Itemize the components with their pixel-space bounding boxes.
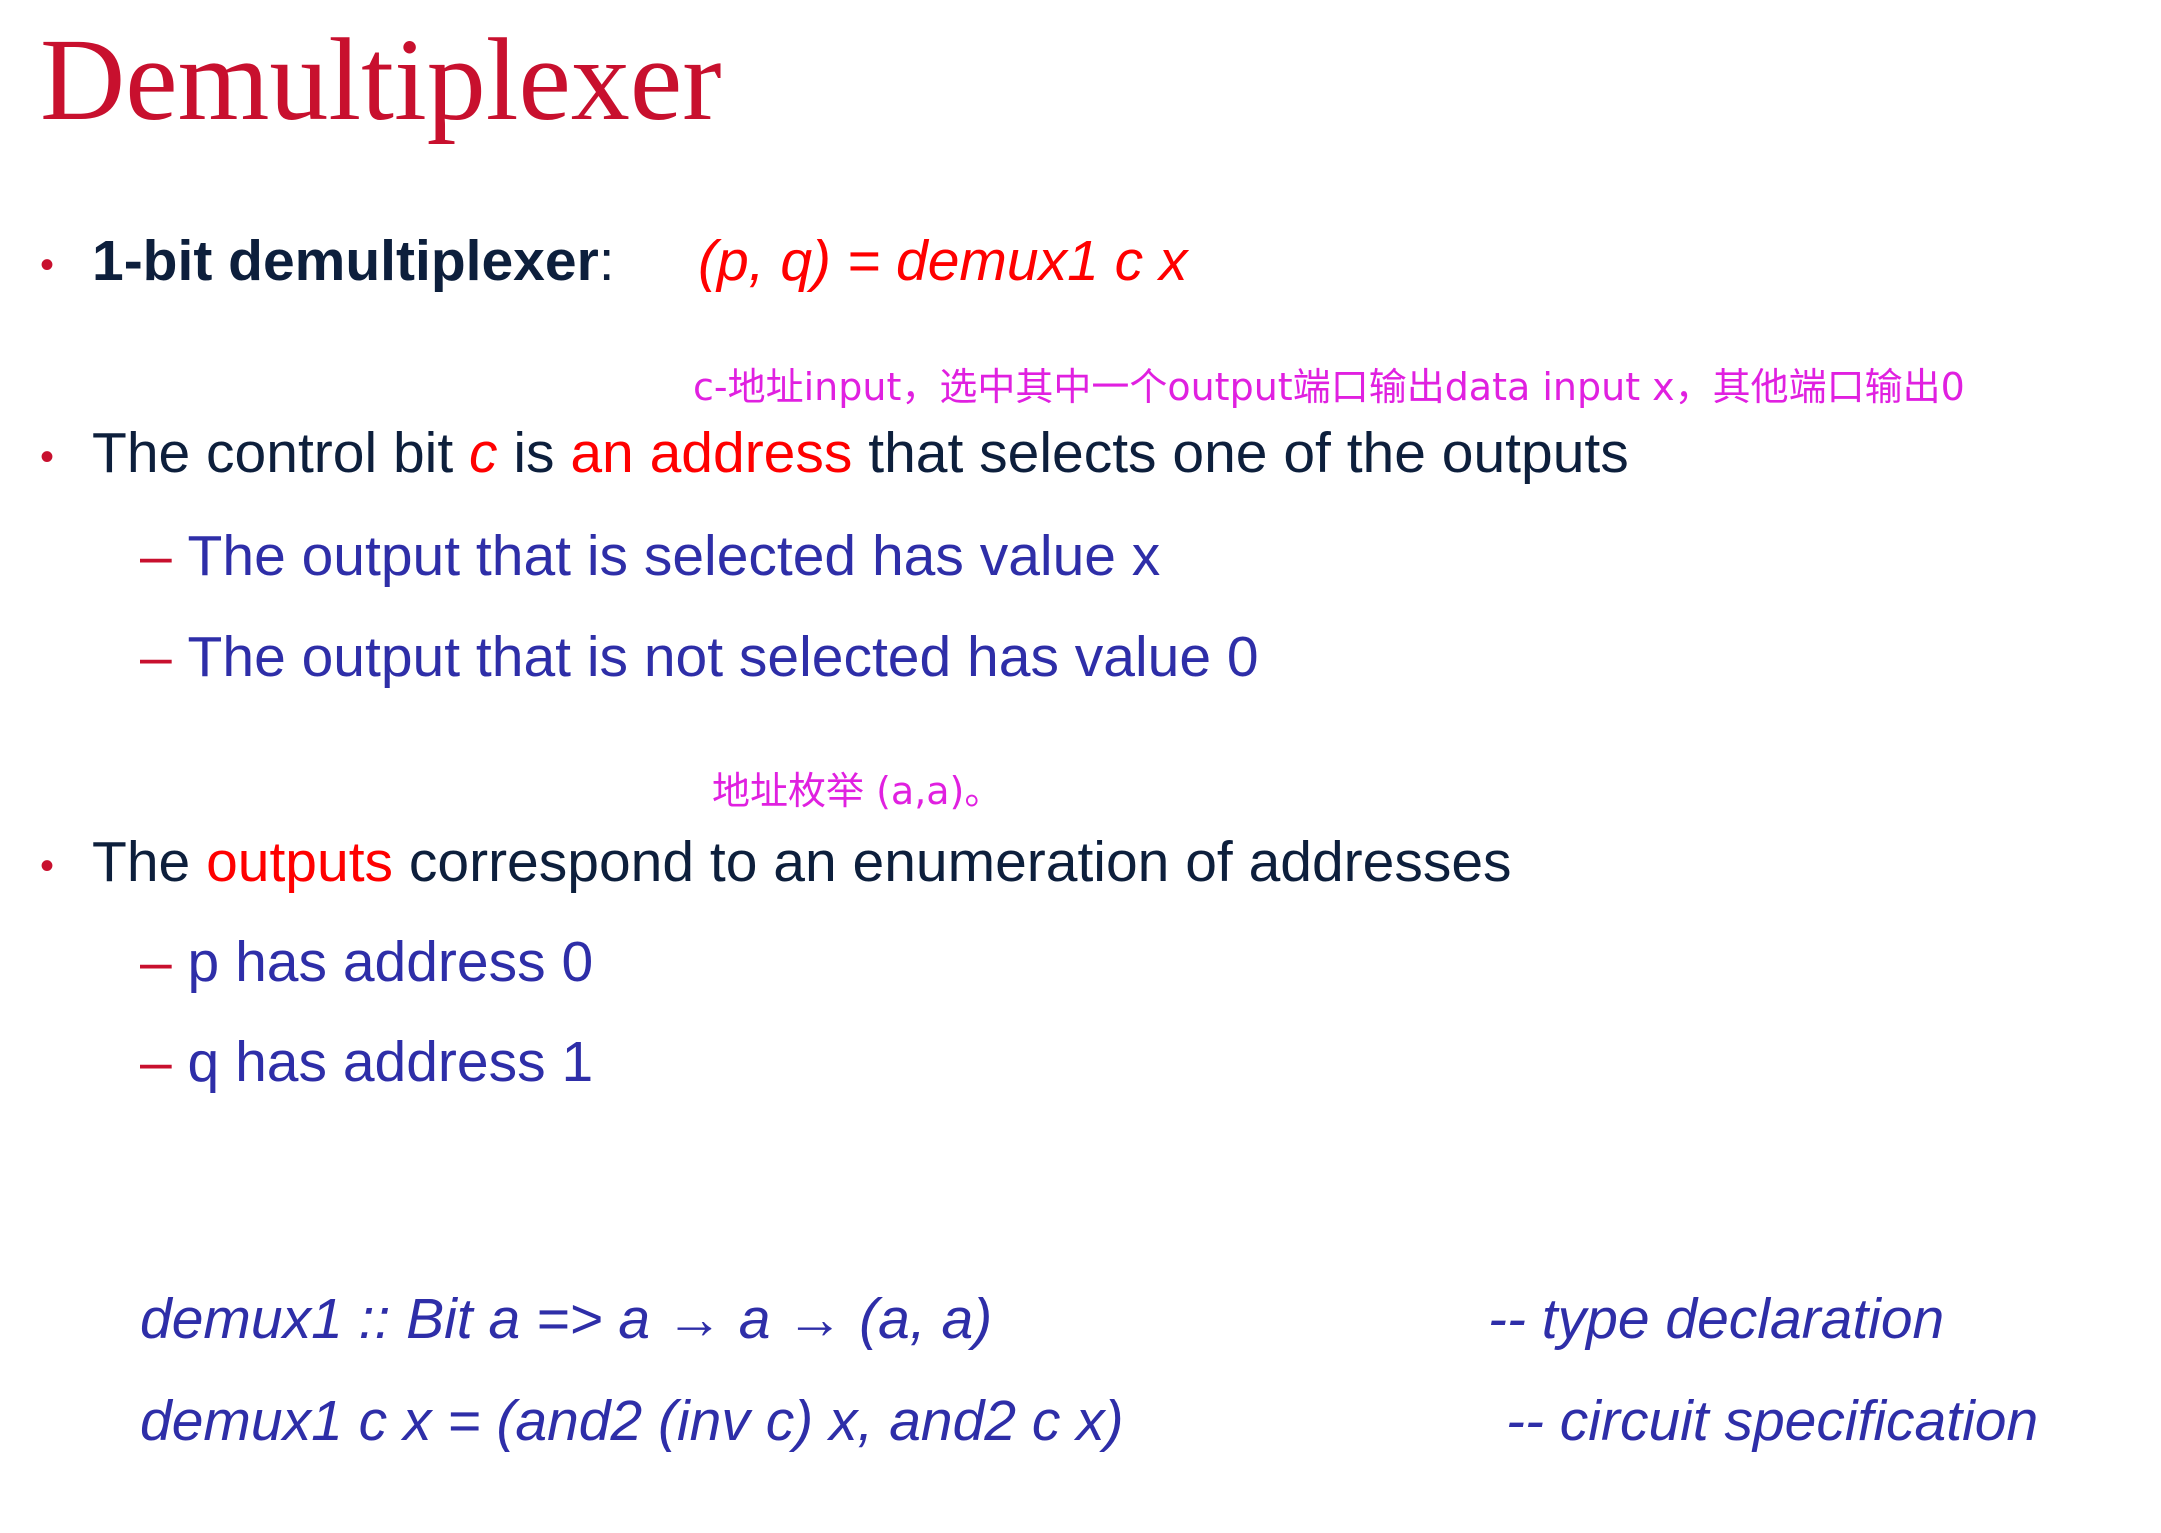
bullet-2-text-1: The control bit	[92, 421, 470, 485]
bullet-marker: •	[40, 243, 55, 287]
bullet-3-text-2: correspond to an enumeration of addresse…	[393, 830, 1512, 894]
bullet-1-formula: (p, q) = demux1 c x	[698, 229, 1188, 293]
bullet-marker: •	[40, 844, 55, 888]
code-comment-2: -- circuit specification	[1506, 1389, 2039, 1453]
bullet-3-subitem-2: – q has address 1	[140, 1027, 593, 1097]
code-line-1: demux1 :: Bit a => a → a → (a, a)	[140, 1287, 993, 1351]
bullet-2-text-3: that selects one of the outputs	[852, 421, 1629, 485]
annotation-note-1: c-地址input，选中其中一个output端口输出data input x，其…	[693, 365, 1965, 409]
bullet-1-formula-wrap: (p, q) = demux1 c x	[698, 226, 1187, 296]
dash-marker: –	[140, 524, 172, 588]
bullet-3: The outputs correspond to an enumeration…	[92, 827, 1512, 897]
bullet-1: 1-bit demultiplexer:	[92, 226, 615, 296]
bullet-2-highlight-c: c	[469, 421, 498, 485]
bullet-3-text-1: The	[92, 830, 207, 894]
dash-marker: –	[140, 930, 172, 994]
bullet-2-highlight-address: an address	[570, 421, 853, 485]
annotation-note-2: 地址枚举 (a,a)。	[712, 769, 1003, 813]
bullet-1-colon: :	[598, 229, 615, 293]
bullet-3-subitem-1: – p has address 0	[140, 927, 593, 997]
subitem-text: p has address 0	[187, 930, 594, 994]
code-comment-1: -- type declaration	[1488, 1287, 1945, 1351]
bullet-2: The control bit c is an address that sel…	[92, 418, 1629, 488]
subitem-text: q has address 1	[187, 1030, 594, 1094]
subitem-text: The output that is not selected has valu…	[187, 625, 1259, 689]
bullet-1-label: 1-bit demultiplexer	[92, 229, 599, 293]
bullet-3-highlight-outputs: outputs	[206, 830, 394, 894]
dash-marker: –	[140, 625, 172, 689]
bullet-2-subitem-1: – The output that is selected has value …	[140, 521, 1160, 591]
slide-title: Demultiplexer	[40, 14, 722, 145]
dash-marker: –	[140, 1030, 172, 1094]
bullet-marker: •	[40, 435, 55, 479]
code-line-2: demux1 c x = (and2 (inv c) x, and2 c x)	[140, 1389, 1124, 1453]
subitem-text: The output that is selected has value x	[187, 524, 1161, 588]
bullet-2-text-2: is	[497, 421, 571, 485]
bullet-2-subitem-2: – The output that is not selected has va…	[140, 622, 1259, 692]
